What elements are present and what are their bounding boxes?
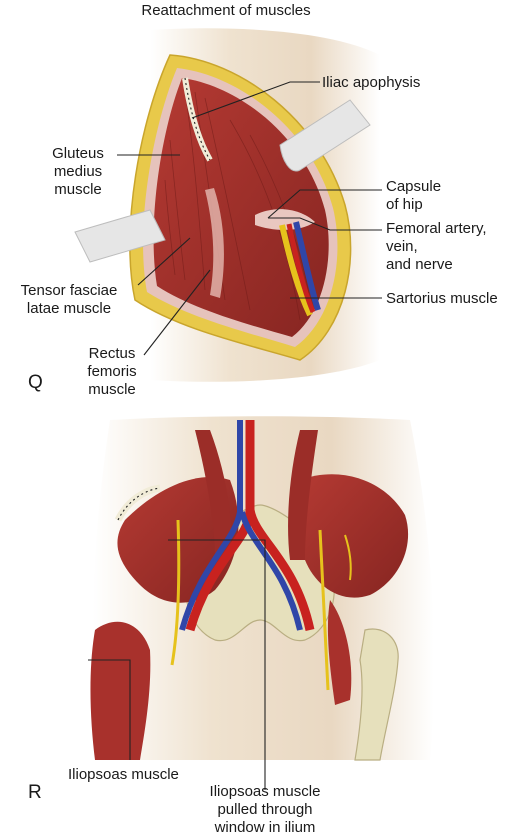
label-capsule-line1: Capsule	[386, 178, 442, 195]
panel-label-q: Q	[28, 372, 43, 393]
label-gluteus-medius-line2: medius	[53, 163, 103, 180]
label-iliopsoas-pulled-line3: window in ilium	[214, 819, 316, 836]
right-thigh-muscles	[327, 600, 352, 705]
label-capsule-of-hip: Capsule of hip	[386, 178, 441, 214]
label-capsule-line2: of hip	[386, 196, 423, 213]
femoral-nerve-right	[318, 529, 330, 691]
label-femoral-line1: Femoral artery,	[386, 220, 487, 237]
label-tensor-fasciae-latae: Tensor fasciae latae muscle	[0, 282, 138, 318]
left-thigh-muscles	[90, 621, 151, 760]
label-tensor-line2: latae muscle	[26, 300, 112, 317]
psoas-right	[288, 430, 318, 560]
hip-capsule	[255, 209, 315, 230]
label-iliopsoas-pulled: Iliopsoas muscle pulled through window i…	[180, 783, 350, 837]
suture-line-r	[117, 487, 161, 521]
label-iliopsoas-pulled-line1: Iliopsoas muscle	[209, 783, 321, 800]
femoral-nerve	[279, 224, 313, 317]
label-iliopsoas-pulled-line2: pulled through	[217, 801, 313, 818]
right-gluteal-muscles	[295, 474, 409, 598]
label-gluteus-medius-line3: muscle	[54, 181, 102, 198]
femoral-vein	[293, 221, 321, 311]
label-gluteus-medius-line1: Gluteus	[52, 145, 104, 162]
retractor-upper	[279, 99, 371, 172]
label-femoral-line3: and nerve	[386, 256, 453, 273]
panel-r-illustration	[90, 416, 434, 761]
label-rectus-femoris: Rectus femoris muscle	[80, 345, 144, 399]
label-gluteus-medius: Gluteus medius muscle	[40, 145, 116, 199]
label-femoral-line2: vein,	[386, 238, 418, 255]
psoas-left	[195, 430, 232, 560]
leader-lines	[88, 81, 382, 790]
nerve-right-lateral	[344, 534, 352, 581]
panel-q-illustration	[74, 28, 380, 382]
figure-title: Reattachment of muscles	[141, 2, 311, 19]
label-iliopsoas: Iliopsoas muscle	[68, 766, 179, 783]
label-tensor-line1: Tensor fasciae	[20, 282, 118, 299]
femur-right	[354, 628, 399, 761]
rectus-tendon	[205, 188, 224, 298]
label-iliac-apophysis: Iliac apophysis	[322, 74, 421, 91]
label-rectus-line1: Rectus	[88, 345, 136, 362]
aorta-iliac-arteries	[185, 420, 315, 632]
femoral-artery	[286, 223, 316, 313]
vena-cava-iliac-veins	[179, 420, 303, 631]
label-rectus-line3: muscle	[88, 381, 136, 398]
retractor-lower	[74, 209, 166, 263]
label-femoral-vessels: Femoral artery, vein, and nerve	[386, 220, 487, 274]
label-rectus-line2: femoris	[87, 363, 137, 380]
suture-line	[184, 77, 211, 161]
panel-label-r: R	[28, 782, 42, 803]
label-sartorius: Sartorius muscle	[386, 290, 498, 307]
